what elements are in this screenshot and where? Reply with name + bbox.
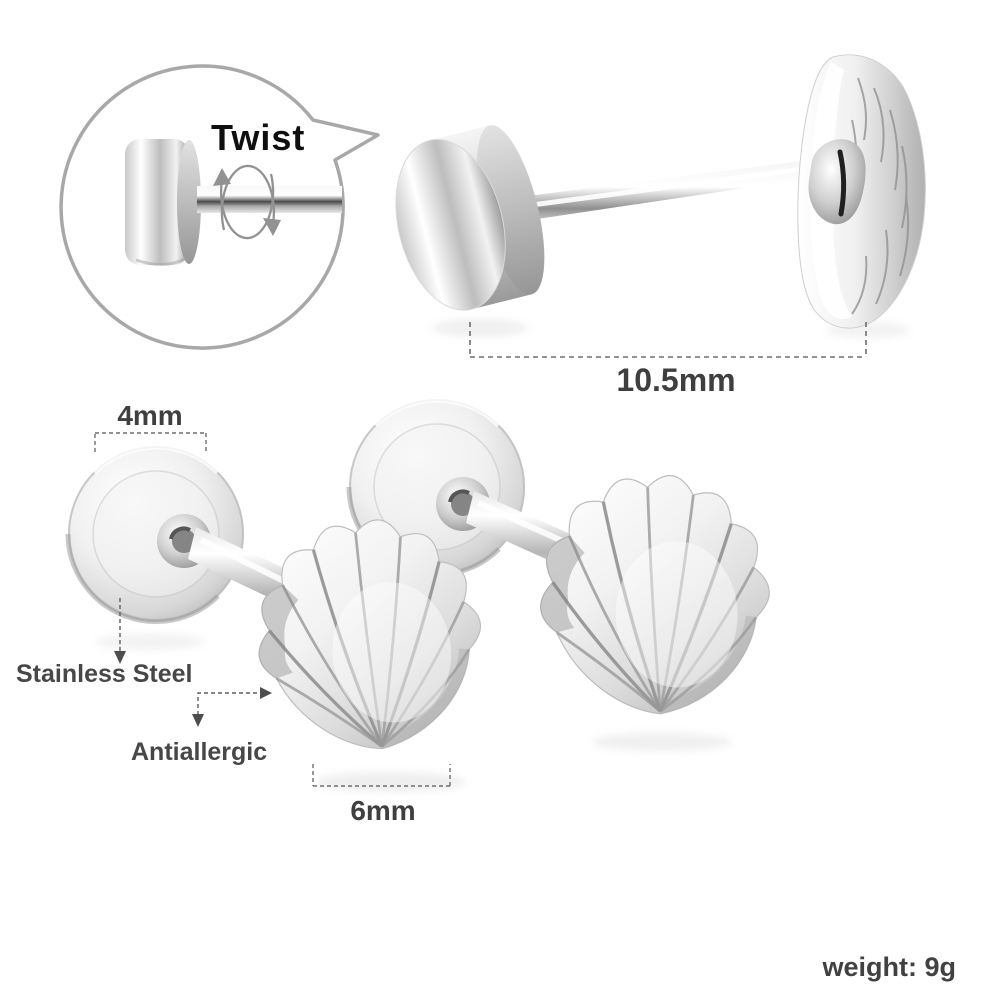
left-disc-shadow [95,634,205,650]
backing-disc [68,446,244,622]
earring-back-small [125,139,201,266]
overall-length-dimension-label: 10.5mm [616,362,736,398]
earring-post-small [197,186,342,213]
dimension-10-5mm-line [469,322,867,358]
shell-width-dimension-label: 6mm [350,795,416,826]
material-label: Stainless Steel [16,660,193,688]
shell-charm-side [797,54,926,329]
rotation-arrows-icon [213,164,281,240]
post-weld [808,139,866,225]
left-shell-shadow [315,772,465,792]
earring-post [520,159,819,221]
twist-callout-label: Twist [211,117,306,158]
right-shell-shadow [592,733,732,751]
back-diameter-dimension-label: 4mm [117,400,183,431]
dimension-4mm-line [94,432,207,452]
earring-side-view [395,54,926,338]
weight-label: weight: 9g [822,952,957,982]
backing-disc [395,125,545,311]
dimension-6mm-line [312,764,451,787]
disc-shadow [432,319,528,337]
shell-charm-right [532,468,777,723]
antiallergic-leader-line [192,687,272,727]
antiallergic-label: Antiallergic [131,738,268,766]
material-leader-line [114,598,126,664]
